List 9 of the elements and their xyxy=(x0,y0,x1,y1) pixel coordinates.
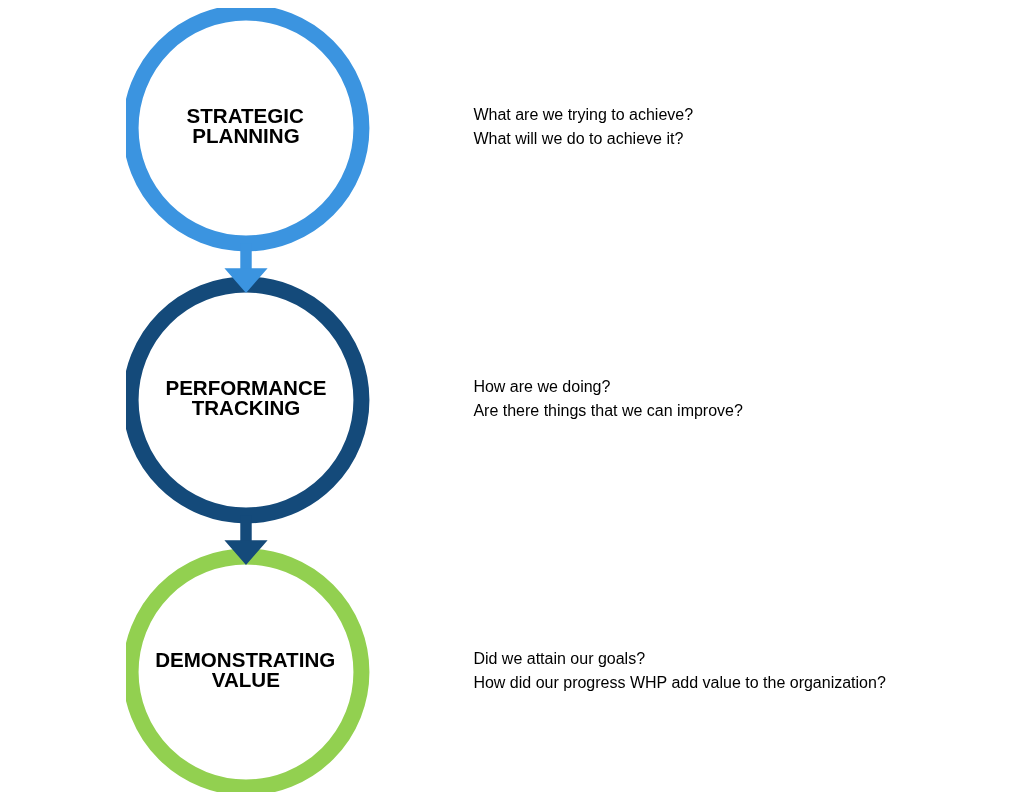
node-label: What are we trying to achieve? xyxy=(473,106,694,124)
node-circle: STRATEGIC PLANNING xyxy=(126,8,370,252)
node-circle: PERFORMANCE TRACKING xyxy=(126,276,370,524)
node-label: Are there things that we can improve? xyxy=(473,402,743,420)
node-label: How are we doing? xyxy=(473,378,611,396)
node-label: Did we attain our goals? xyxy=(473,650,646,668)
node-circle: DEMONSTRATING VALUE xyxy=(126,548,370,792)
node-label: How did our progress WHP add value to the organization? xyxy=(473,674,886,692)
node-label: What will we do to achieve it? xyxy=(473,130,684,148)
